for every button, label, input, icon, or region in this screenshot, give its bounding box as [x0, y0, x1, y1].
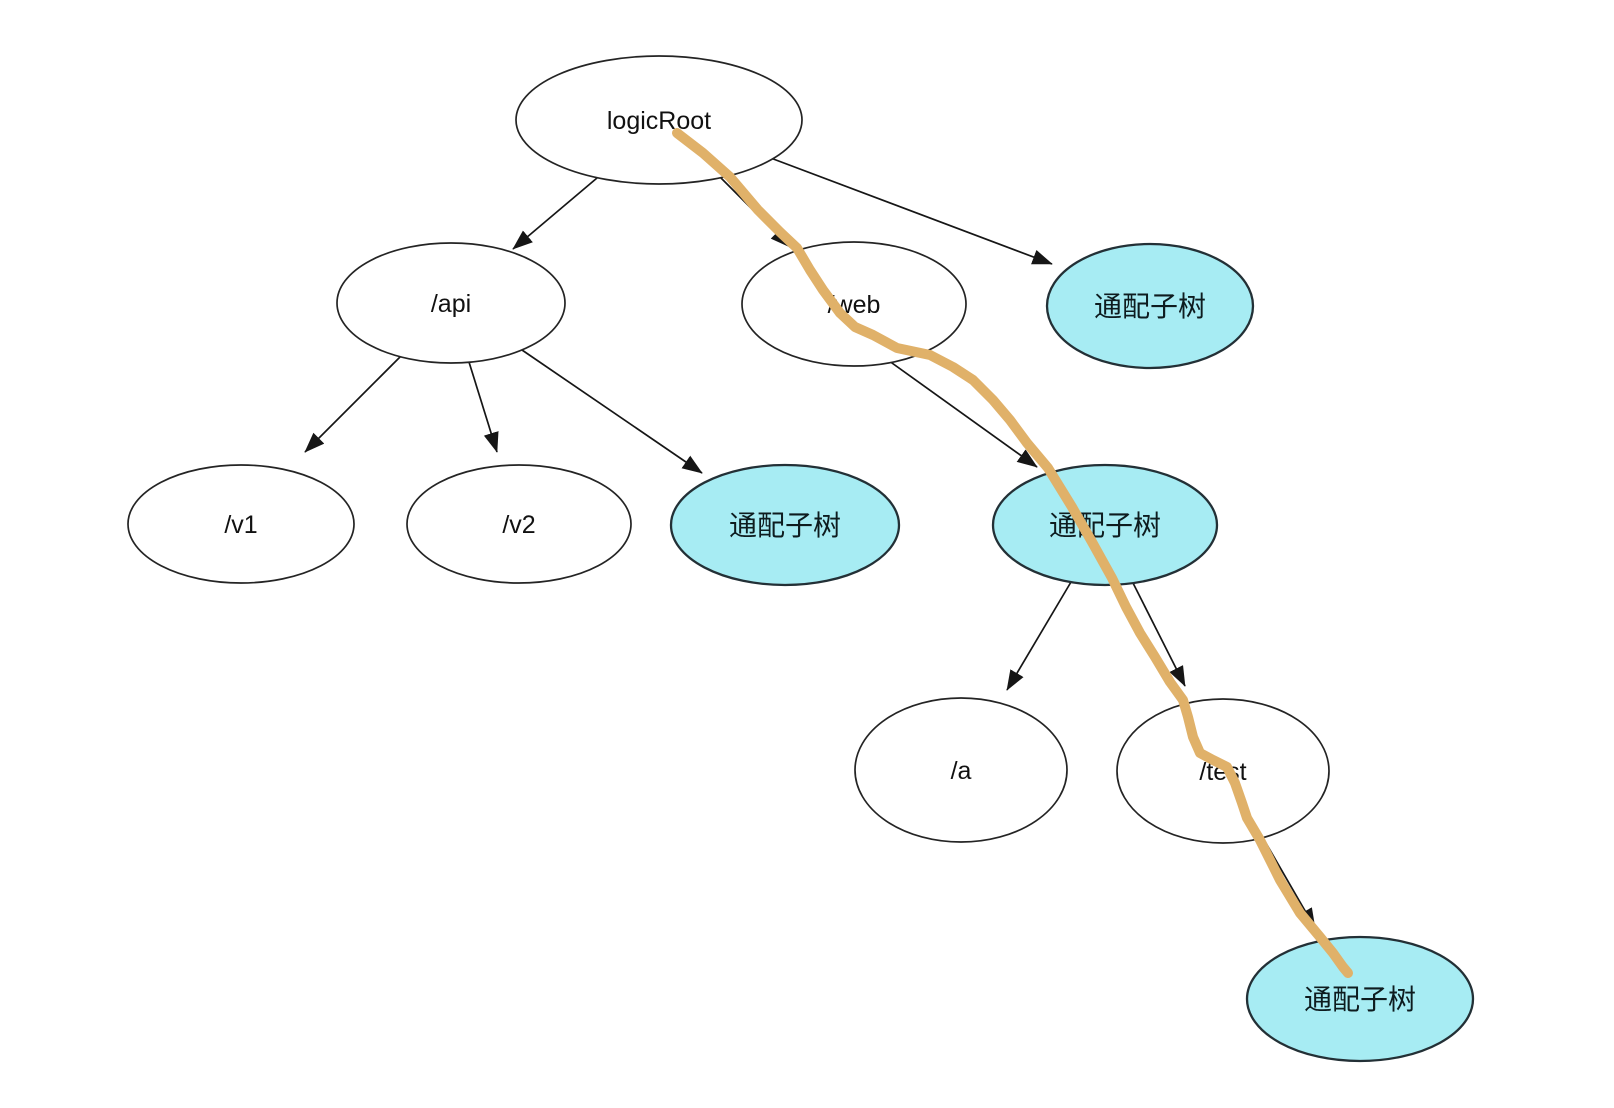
highlight-stroke: [672, 128, 1353, 978]
node-v1-label: /v1: [224, 511, 257, 539]
node-a-label: /a: [951, 757, 972, 785]
node-v1: /v1: [127, 464, 355, 584]
node-api-shape: [336, 242, 566, 364]
node-wildcard-subtree-3-label: 通配子树: [1049, 510, 1161, 541]
node-v2-label: /v2: [502, 511, 535, 539]
node-web-shape: [741, 241, 967, 367]
node-a: /a: [854, 697, 1068, 843]
edge-logicroot-api: [512, 177, 598, 250]
node-wildcard-subtree-4-label: 通配子树: [1304, 984, 1416, 1015]
node-v1-shape: [127, 464, 355, 584]
node-wildcard-subtree-3-shape: [991, 463, 1219, 587]
node-v2: /v2: [406, 464, 632, 584]
node-wildcard-subtree-2-shape: [669, 463, 901, 587]
node-a-shape: [854, 697, 1068, 843]
edge-wildcard3-test: [1132, 582, 1186, 687]
node-logicroot-label: logicRoot: [607, 107, 711, 135]
node-wildcard-subtree-1-shape: [1045, 242, 1255, 370]
node-wildcard-subtree-2-label: 通配子树: [729, 510, 841, 541]
node-wildcard-subtree-4-shape: [1245, 935, 1475, 1063]
node-v2-shape: [406, 464, 632, 584]
node-test: /test: [1116, 698, 1330, 844]
node-wildcard-subtree-4: 通配子树: [1245, 935, 1475, 1063]
node-api-label: /api: [431, 290, 471, 318]
edge-logicroot-wildcard1: [767, 156, 1053, 265]
node-wildcard-subtree-2: 通配子树: [669, 463, 901, 587]
nodes: logicRoot /api /web 通配子树 /v1 /v2: [127, 55, 1475, 1063]
node-web: /web: [741, 241, 967, 367]
edge-api-v2: [468, 361, 499, 453]
node-test-shape: [1116, 698, 1330, 844]
edge-api-v1: [304, 356, 401, 453]
edge-wildcard3-a: [1006, 581, 1072, 691]
node-wildcard-subtree-1-label: 通配子树: [1094, 291, 1206, 322]
edge-api-wildcard2: [521, 349, 703, 474]
node-logicroot-shape: [515, 55, 803, 185]
edge-web-wildcard3: [884, 357, 1038, 468]
node-wildcard-subtree-1: 通配子树: [1045, 242, 1255, 370]
node-api: /api: [336, 242, 566, 364]
node-logicroot: logicRoot: [515, 55, 803, 185]
node-wildcard-subtree-3: 通配子树: [991, 463, 1219, 587]
